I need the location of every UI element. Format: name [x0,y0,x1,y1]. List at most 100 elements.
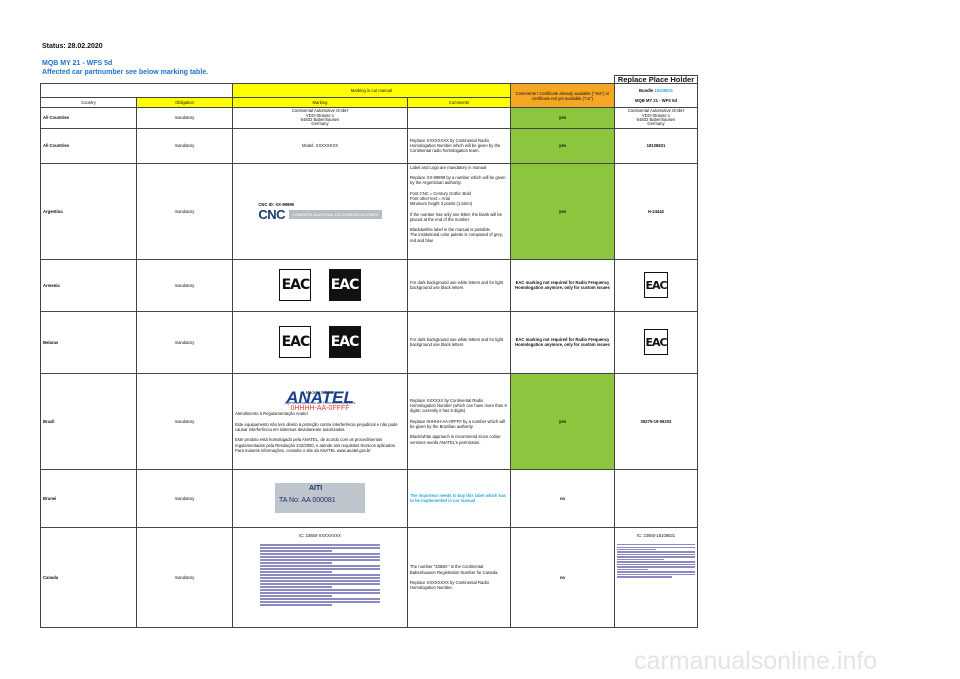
cert-cell: no [510,468,615,528]
replace-placeholder-header: Replace Place Holder [614,74,698,85]
col-comments: Comments [407,97,511,109]
eac-logo-icon: EAC [644,329,668,356]
country-cell: Belarus [40,310,137,374]
eac-logo-dark-icon: EAC [328,269,361,302]
obligation-cell: mandatory [136,162,233,260]
comments-cell: The importeur needs to buy this label wh… [407,468,511,528]
eac-logo-icon: EAC [279,269,312,302]
comments-cell: Replace XXXXXXXX by Continental Radio Ho… [407,127,511,164]
bundle-label: Bundle [638,87,654,93]
replace-cell: EAC [614,310,698,374]
eac-logo-icon: EAC [279,326,312,359]
table-row: Canada mandatory IC: 23650-XXXXXXXX The … [40,526,698,628]
cert-cell: no [510,526,615,628]
comment-line: Replace XXXXXX by Continental Radio Homo… [410,397,507,414]
marking-cell: Continental Automotive GmbH VDO-Strasse … [232,107,408,129]
anatel-label: Modelo XXXXX ANATEL Agência Nacional de … [235,388,405,413]
marking-table: Replace Place Holder Marking in car manu… [40,74,698,628]
canada-label-image [260,544,380,606]
cnc-label: CNC ID: XX-99999 CNC COMISIÓN NACIONAL D… [258,202,382,223]
canada-label-image [617,544,695,578]
replace-cell [614,468,698,528]
comment-line: The number "23650-" is the Continental B… [410,564,499,575]
table-row: Armenia mandatory EAC EAC For dark backg… [40,258,698,312]
status-date: Status: 28.02.2020 [42,43,103,50]
anatel-text: Este equipamento não tem direito à prote… [235,421,398,433]
cert-cell: yes [510,107,615,129]
col-marking: Marking [232,97,408,109]
marking-cell: EAC EAC [232,310,408,374]
address-line: Germany [311,121,329,127]
comments-cell: The number "23650-" is the Continental B… [407,526,511,628]
table-row: Argentina mandatory CNC ID: XX-99999 CNC… [40,162,698,260]
cnc-logo: CNC COMISIÓN NACIONAL DE COMUNICACIONES [258,207,382,223]
replace-cell: 18108631 [614,127,698,164]
address-line: Continental Automotive GmbH [627,108,685,114]
obligation-cell: mandatory [136,107,233,129]
replace-cell: EAC [614,258,698,312]
comment-line: Font CNC = Century Gothic Bold [410,190,471,196]
comment-line: Font other text = Arial [410,196,450,202]
anatel-number: 0HHHH-AA-0FFFF [290,405,350,413]
comment-line: Label and Logo are mandatory in manual [410,164,487,170]
comments-cert-header: Comments / Certificate already available… [510,83,615,109]
comments-cell: For dark background use white letters an… [407,258,511,312]
cnc-id: CNC ID: XX-99999 [258,202,294,208]
obligation-cell: mandatory [136,310,233,374]
table-row: All Countries mandatory Model: XXXXXXXX … [40,127,698,164]
ic-number: IC: 23650-XXXXXXXX [299,532,341,538]
address-line: Continental Automotive GmbH [291,108,349,114]
eac-logo-dark-icon: EAC [328,326,361,359]
cnc-logo-word: CNC [258,207,286,223]
comment-line: Replace XXXXXXXX by Continental Radio Ho… [410,579,489,591]
table-row: All Countries mandatory Continental Auto… [40,107,698,129]
header-project: MQB MY 21 - WFS 5d Affected car partnumb… [42,59,208,77]
comment-line: The institutional color palette is compo… [410,232,503,243]
table-row: Brazil mandatory Modelo XXXXX ANATEL Agê… [40,372,698,470]
obligation-cell: mandatory [136,468,233,528]
marking-cell: EAC EAC [232,258,408,312]
watermark: carmanualsonline.info [634,647,878,675]
table-row: Belarus mandatory EAC EAC For dark backg… [40,310,698,374]
address-line: 64832 Babenhausen [300,117,340,123]
cert-cell: EAC marking not required for Radio Frequ… [510,258,615,312]
cert-cell: yes [510,372,615,470]
marking-cell: CNC ID: XX-99999 CNC COMISIÓN NACIONAL D… [232,162,408,260]
cert-cell: EAC marking not required for Radio Frequ… [510,310,615,374]
obligation-cell: mandatory [136,258,233,312]
address-line: VDO-Strasse 1 [641,112,671,118]
comments-cell: Replace XXXXXX by Continental Radio Homo… [407,372,511,470]
replace-cell: H-24442 [614,162,698,260]
header-line-1: MQB MY 21 - WFS 5d [42,60,113,67]
address-line: Germany [647,121,665,127]
marking-cell: IC: 23650-XXXXXXXX [232,526,408,628]
marking-cell: AITI TA No: AA 000081 [232,468,408,528]
anatel-modelo: Modelo XXXXX [305,389,335,395]
address-line: 64832 Babenhausen [636,117,676,123]
aiti-number: TA No: AA 000081 [279,496,336,504]
country-cell: All Countries [40,107,137,129]
replace-cell: 09275-19-06203 [614,372,698,470]
country-cell: Brazil [40,372,137,470]
comment-line: If the number has only one letter, the b… [410,211,502,222]
bundle-header: Bundle 18108631 MQB MY 21 - WFS 5d [614,83,698,109]
col-country: Country [40,97,137,109]
bundle-number: 18108631 [654,87,673,93]
comment-line: Black/white approach is recommend since … [410,434,501,445]
cert-cell: yes [510,127,615,164]
aiti-label: AITI TA No: AA 000081 [275,483,365,514]
header-line-2: Affected car partnumber see below markin… [42,69,209,76]
comments-cell: For dark background use white letters an… [407,310,511,374]
bundle-sub: MQB MY 21 - WFS 5d [634,98,678,104]
cert-cell: yes [510,162,615,260]
replace-cell: IC: 23650-18108631 [614,526,698,628]
comment-line: Minimum height 3 points (1.5mm) [410,201,473,207]
country-cell: Brunei [40,468,137,528]
anatel-text: Este produto está homologado pela ANATEL… [235,437,396,448]
marking-group-header: Marking in car manual [232,83,511,99]
marking-cell: Modelo XXXXX ANATEL Agência Nacional de … [232,372,408,470]
comments-cell [407,107,511,129]
address-line: VDO-Strasse 1 [305,112,335,118]
col-obligation: Obligation [136,97,233,109]
anatel-logo-sub: Agência Nacional de Telecomunicações [284,400,356,406]
